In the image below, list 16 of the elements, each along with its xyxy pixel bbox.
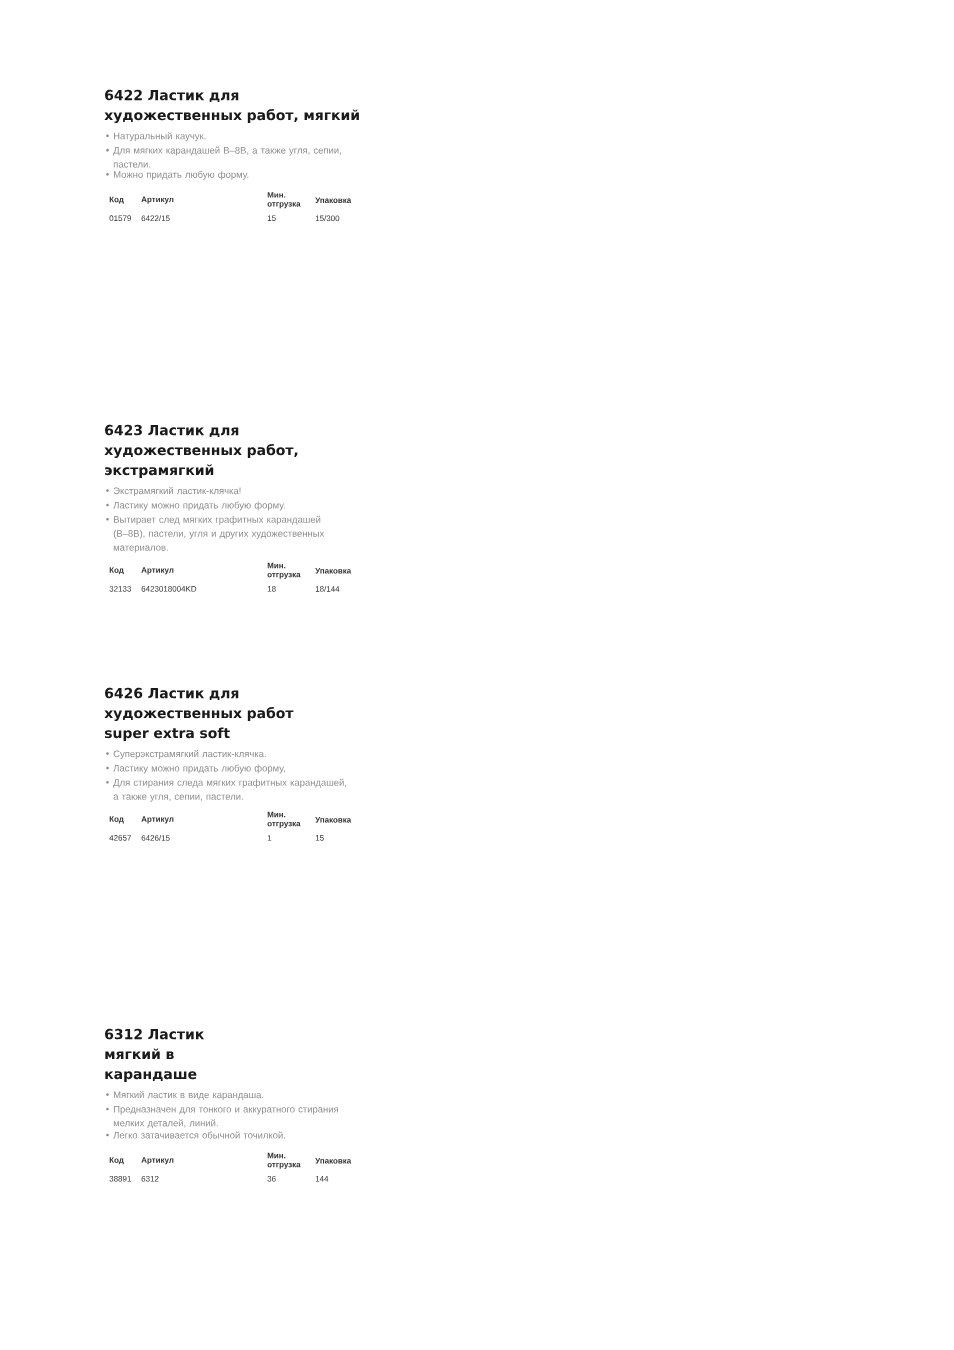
bullet-text: Экстрамягкий ластик-клячка! <box>113 487 241 497</box>
product-heading: 6423 Ластик для художественных работ, экстрамягкий <box>104 424 298 478</box>
bullet-text: Вытирает след мягких графитных карандашей (В–8В), пастели, угля и других художественных материалов. <box>113 515 325 553</box>
bullet-text: Мягкий ластик в виде карандаша. <box>114 1091 264 1101</box>
bullet-text: Предназначен для тонкого и аккуратного стирания мелких деталей, линий. <box>113 1105 338 1129</box>
product-heading: 6422 Ластик для художественных работ, мягкий <box>104 89 359 124</box>
product-heading: 6312 Ластик мягкий в карандаше <box>105 1028 205 1082</box>
product-heading: 6426 Ластик для художественных работ super extra soft <box>104 687 294 741</box>
bullet-text: Можно придать любую форму. <box>114 170 249 180</box>
bullet-text: Для мягких карандашей В–8В, а также угля, сепии, пастели. <box>113 146 341 168</box>
bullet-text: Легко затачивается обычной точилкой. <box>113 1131 285 1139</box>
bullet-text: Суперэкстрамягкий ластик-клячка. <box>113 750 266 760</box>
bullet-text: Для стирания следа мягких графитных карандашей, а также угля, сепии, пастели. <box>113 778 347 802</box>
bullet-text: Натуральный каучук. <box>114 132 206 142</box>
bullet-text: Ластику можно придать любую форму, <box>113 764 285 774</box>
bullet-text: Ластику можно придать любую форму. <box>113 501 285 511</box>
